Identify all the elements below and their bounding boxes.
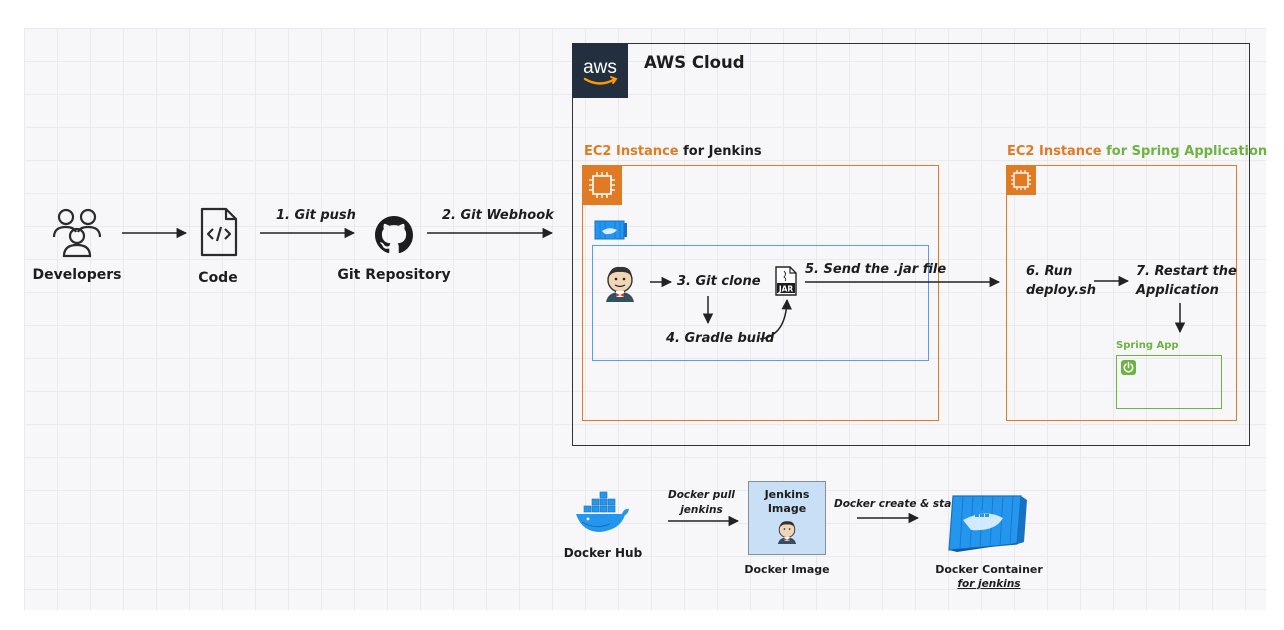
jenkins-image-box: Jenkins Image: [748, 481, 826, 555]
people-icon: [52, 206, 102, 258]
step-7-line2: Application: [1136, 283, 1219, 298]
docker-container-icon: [594, 219, 628, 241]
code-label: Code: [198, 270, 238, 286]
spring-app-box: [1116, 355, 1222, 409]
jenkins-icon: [600, 262, 640, 302]
docker-create-label: Docker create & start: [834, 498, 962, 510]
jenkins-image-line2: Image: [767, 502, 807, 515]
jenkins-pipeline-box: [592, 245, 929, 361]
code-file-icon: [200, 207, 238, 257]
step-2-label: 2. Git Webhook: [442, 208, 554, 223]
jar-label: JAR: [778, 285, 794, 294]
docker-hub-label: Docker Hub: [563, 546, 643, 560]
ec2-jenkins-title: EC2 Instance for Jenkins: [584, 144, 762, 159]
aws-cloud-title: AWS Cloud: [644, 53, 745, 72]
aws-cloud-box: [572, 43, 1250, 446]
jenkins-icon: [774, 518, 800, 544]
docker-image-label: Docker Image: [744, 563, 830, 576]
diagram-canvas: [24, 28, 1266, 610]
ec2-spring-suffix: for Spring Application: [1101, 144, 1268, 159]
step-6-label: 6. Run deploy.sh: [1026, 262, 1096, 300]
step-7-line1: 7. Restart the: [1136, 264, 1237, 279]
docker-pull-line1: Docker pull: [668, 489, 735, 501]
step-3-label: 3. Git clone: [677, 274, 761, 289]
github-icon: [375, 216, 413, 254]
spring-app-label: Spring App: [1116, 340, 1179, 351]
docker-container-icon: [945, 492, 1029, 554]
ec2-jenkins-box: [582, 165, 939, 421]
jenkins-image-line1: Jenkins: [764, 488, 810, 501]
ec2-spring-box: [1006, 165, 1237, 421]
docker-pull-line2: jenkins: [680, 504, 723, 516]
aws-logo: aws: [572, 43, 628, 98]
ec2-spring-prefix: EC2 Instance: [1007, 144, 1102, 159]
spring-power-icon: [1121, 360, 1136, 375]
ec2-chip-icon: [1006, 165, 1036, 195]
ec2-jenkins-prefix: EC2 Instance: [584, 144, 679, 159]
for-jenkins-label: for jenkins: [957, 578, 1021, 590]
step-5-label: 5. Send the .jar file: [805, 262, 947, 277]
step-1-label: 1. Git push: [276, 208, 356, 223]
ec2-jenkins-suffix: for Jenkins: [678, 144, 762, 159]
docker-pull-label: Docker pull jenkins: [668, 488, 735, 518]
docker-whale-icon: [574, 488, 632, 536]
git-repository-label: Git Repository: [337, 267, 451, 283]
step-4-label: 4. Gradle build: [666, 331, 775, 346]
ec2-chip-icon: [582, 165, 622, 205]
jar-file-icon: JAR: [775, 266, 797, 296]
developers-label: Developers: [32, 267, 122, 283]
step-6-line2: deploy.sh: [1026, 283, 1097, 298]
svg-text:aws: aws: [583, 57, 617, 78]
ec2-spring-title: EC2 Instance for Spring Application: [1007, 144, 1267, 159]
step-7-label: 7. Restart the Application: [1136, 262, 1237, 300]
docker-container-label: Docker Container: [935, 563, 1043, 576]
step-6-line1: 6. Run: [1026, 264, 1073, 279]
